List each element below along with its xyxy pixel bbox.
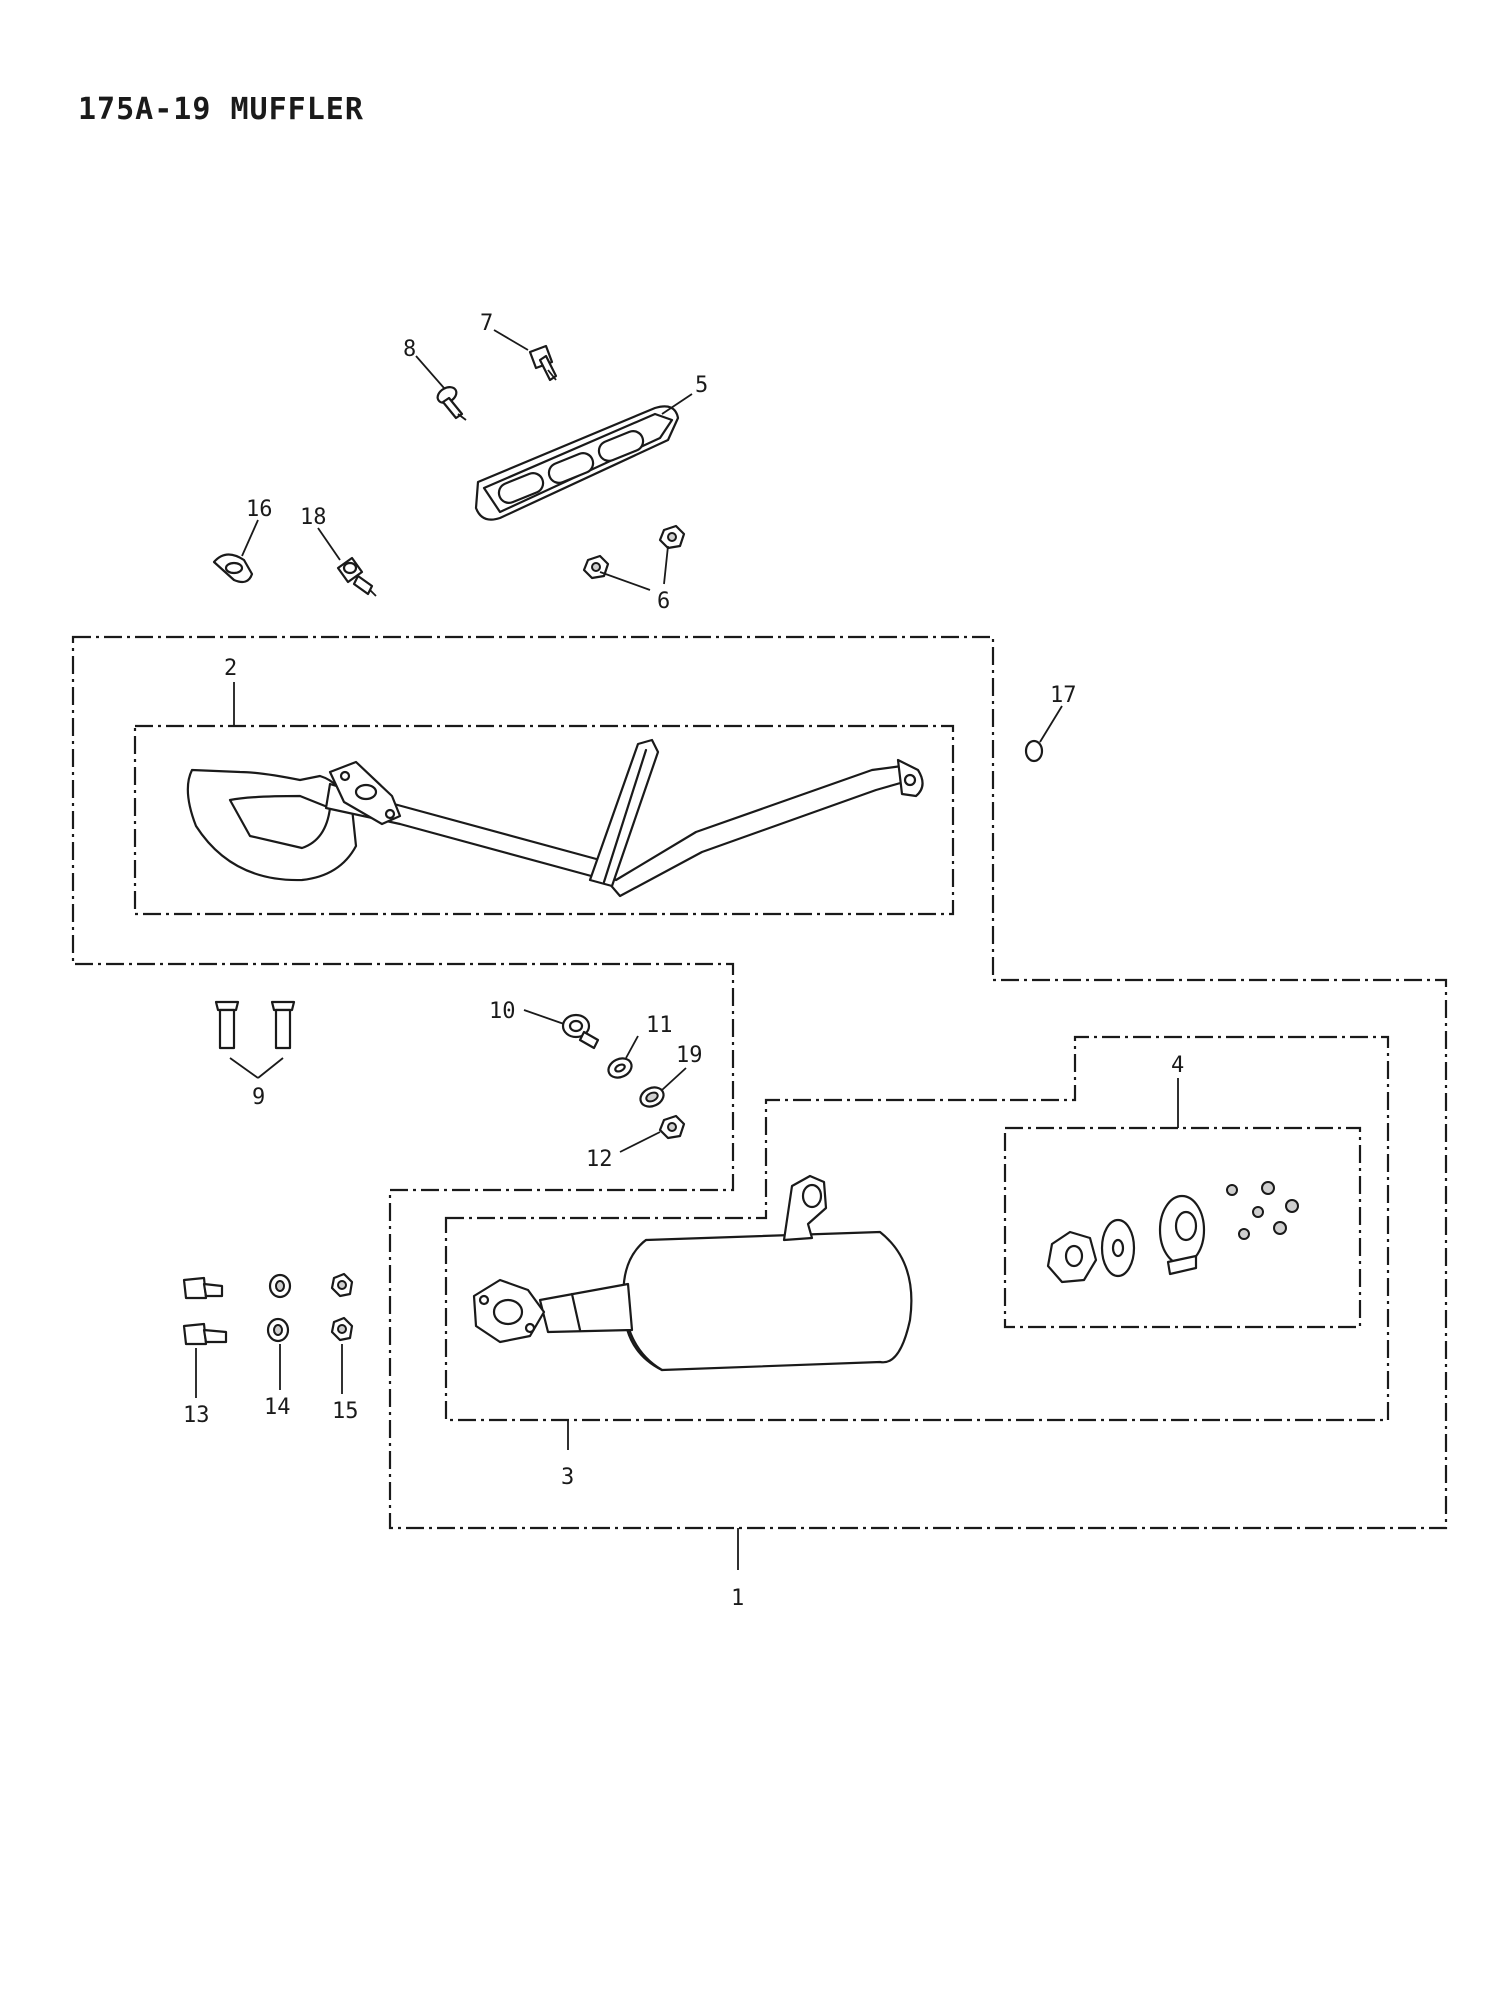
page-title: 175A-19 MUFFLER [78, 92, 364, 127]
callout-7: 7 [480, 311, 493, 336]
assembly-2-outline [133, 724, 955, 916]
gasket-16 [212, 553, 254, 584]
callout-12: 12 [586, 1147, 613, 1172]
callout-6: 6 [657, 589, 670, 614]
bolt-8 [436, 386, 467, 421]
nut-12 [658, 1114, 686, 1140]
nuts-15 [330, 1272, 354, 1342]
washers-14 [266, 1273, 292, 1343]
nuts-6 [582, 524, 686, 580]
muffler-body [472, 1174, 913, 1372]
bolt-7 [528, 344, 558, 382]
bolt-10 [561, 1013, 600, 1050]
bolts-9 [214, 1000, 296, 1050]
exhaust-pipe [186, 738, 924, 898]
assembly-3-outline [444, 1035, 1390, 1422]
callout-17: 17 [1050, 683, 1077, 708]
spark-arrestor-set [1046, 1181, 1299, 1284]
washer-19 [639, 1086, 665, 1108]
leader-lines [195, 329, 1179, 1570]
callout-19: 19 [676, 1043, 703, 1068]
callout-10: 10 [489, 999, 516, 1024]
callout-9: 9 [252, 1085, 265, 1110]
heat-shield-plate [474, 405, 680, 521]
callout-18: 18 [300, 505, 327, 530]
callout-2: 2 [224, 656, 237, 681]
callout-4: 4 [1171, 1053, 1184, 1078]
callout-14: 14 [264, 1395, 291, 1420]
washer-11 [607, 1057, 633, 1079]
callout-11: 11 [646, 1013, 673, 1038]
assembly-4-outline [1003, 1126, 1362, 1329]
callout-1: 1 [731, 1586, 744, 1611]
callout-16: 16 [246, 497, 273, 522]
callout-13: 13 [183, 1403, 210, 1428]
o-ring-17 [1024, 739, 1044, 763]
callout-3: 3 [561, 1465, 574, 1490]
callout-8: 8 [403, 337, 416, 362]
assembly-1-outline [71, 635, 1448, 1530]
stud-bolt-18 [336, 556, 377, 597]
callout-5: 5 [695, 373, 708, 398]
callout-15: 15 [332, 1399, 359, 1424]
bolts-13 [182, 1276, 228, 1346]
